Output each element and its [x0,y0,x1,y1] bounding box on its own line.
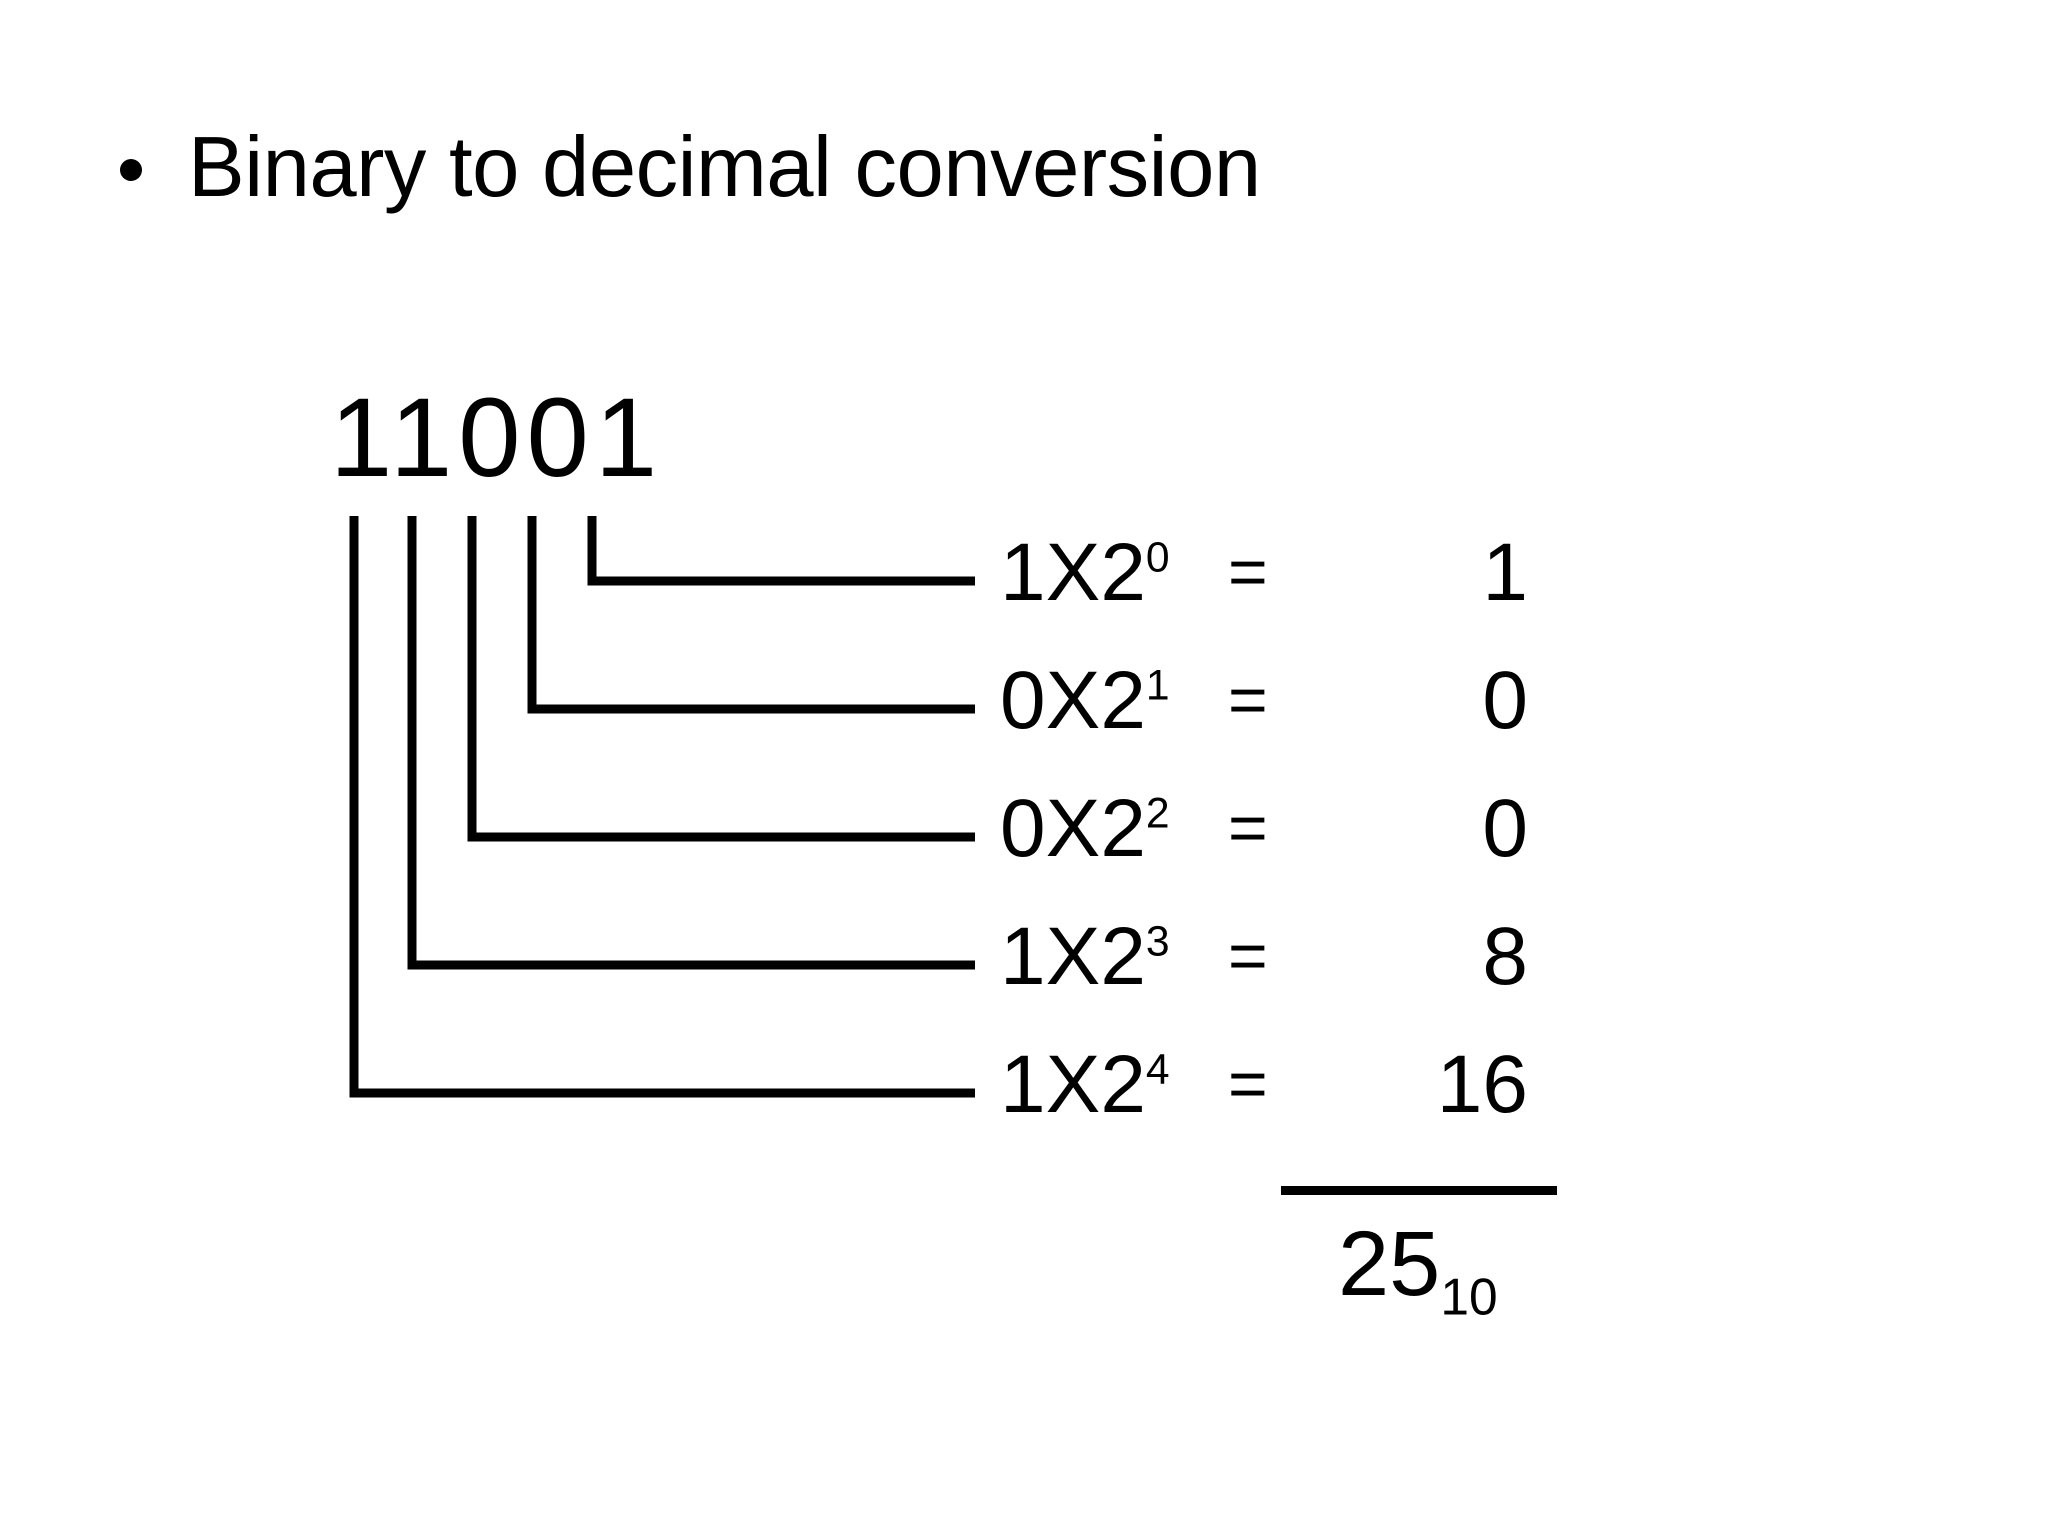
equation-coefficient: 1 [1000,911,1046,1002]
equation-exponent: 3 [1145,917,1170,966]
connector-bit-0 [587,516,975,586]
equation-value: 0 [1482,655,1528,746]
bullet-line: Binary to decimal conversion [120,125,1261,210]
equation-equals-sign: = [1228,662,1268,738]
connector-bit-2 [467,516,975,842]
equation-term: 0X21 [1000,660,1228,742]
equation-term: 1X24 [1000,1044,1228,1126]
equation-exponent: 0 [1145,533,1170,582]
binary-number: 11001 [330,375,664,500]
bullet-dot-icon [120,158,142,181]
equation-equals-sign: = [1228,534,1268,610]
equation-base: 2 [1100,527,1146,618]
equation-value: 0 [1482,783,1528,874]
equation-exponent: 2 [1145,789,1170,838]
equation-operator: X [1045,655,1101,746]
equation-coefficient: 0 [1000,783,1046,874]
equation-row: 0X22 = 0 [1000,788,1568,916]
equation-row: 1X20 = 1 [1000,532,1568,660]
equation-base: 2 [1100,1039,1146,1130]
equation-value: 16 [1436,1039,1528,1130]
equation-base: 2 [1100,655,1146,746]
equation-base: 2 [1100,783,1146,874]
equation-equals-sign: = [1228,1046,1268,1122]
equation-coefficient: 1 [1000,1039,1046,1130]
equation-operator: X [1045,527,1101,618]
equation-coefficient: 1 [1000,527,1046,618]
connector-bit-1 [527,516,975,714]
connector-bit-4 [349,516,975,1098]
equation-equals-sign: = [1228,918,1268,994]
total-result: 2510 [1338,1218,1498,1322]
total-value: 25 [1338,1213,1441,1315]
equation-row: 1X23 = 8 [1000,916,1568,1044]
equation-term: 1X23 [1000,916,1228,998]
sum-rule-divider [1281,1186,1557,1195]
equation-term: 0X22 [1000,788,1228,870]
bullet-text: Binary to decimal conversion [188,120,1261,215]
equation-operator: X [1045,911,1101,1002]
equation-list: 1X20 = 1 0X21 = 0 0X22 = 0 1X23 = 8 1X24… [1000,532,1568,1172]
equation-row: 1X24 = 16 [1000,1044,1568,1172]
equation-row: 0X21 = 0 [1000,660,1568,788]
connector-bit-3 [407,516,975,970]
equation-coefficient: 0 [1000,655,1046,746]
equation-operator: X [1045,783,1101,874]
equation-base: 2 [1100,911,1146,1002]
total-subscript-base: 10 [1440,1267,1498,1326]
equation-operator: X [1045,1039,1101,1130]
equation-value: 1 [1482,527,1528,618]
equation-term: 1X20 [1000,532,1228,614]
equation-equals-sign: = [1228,790,1268,866]
equation-exponent: 4 [1145,1045,1170,1094]
equation-exponent: 1 [1145,661,1170,710]
equation-value: 8 [1482,911,1528,1002]
